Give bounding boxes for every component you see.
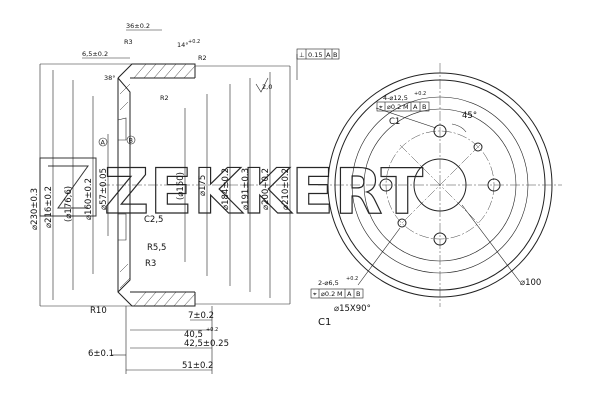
dim-d175: ⌀175 [198, 175, 208, 196]
datum-b-label: B [129, 137, 133, 145]
dim-405-tol: +0.2 [206, 327, 218, 333]
dim-d191: ⌀191±0.3 [241, 168, 251, 210]
dim-38: 38° [104, 74, 116, 82]
dim-d200: ⌀200+0.2 [261, 168, 271, 210]
hatch-bottom [119, 263, 196, 307]
datum-a-marker: A [98, 137, 108, 147]
dim-36: 36±0.2 [126, 22, 150, 30]
bolt-hole [433, 232, 447, 246]
front-view: 4-⌀12,5 +0.2 ⌖ ⌀0.2 M A B C1 45° 2-⌀6,5 … [310, 63, 562, 328]
fcf-bottom-ref-a: A [347, 290, 352, 298]
dim-d216: ⌀216±0.2 [44, 186, 54, 228]
dim-14-tol: +0.2 [188, 39, 200, 45]
section-view: ⌀230±0.3 ⌀216±0.2 (⌀176,6) ⌀160±0.2 ⌀57±… [30, 22, 340, 374]
gdt-top-ref-b: B [333, 51, 337, 59]
vertical-dimension-lines [39, 63, 291, 307]
d100-label: ⌀100 [520, 278, 541, 288]
surface-roughness-mark: 2,0 [255, 77, 272, 93]
dim-r3-top: R3 [124, 38, 133, 46]
dim-r3-bottom: R3 [145, 259, 156, 269]
dim-6: 6±0.1 [88, 349, 114, 359]
fcf-bottom-pos: ⌖ [313, 290, 317, 298]
dim-14: 14° [177, 41, 189, 49]
surface-roughness-value: 2,0 [262, 83, 272, 91]
dim-r2-inner: R2 [160, 94, 169, 102]
dim-r10: R10 [90, 306, 107, 316]
holes-top-label: 4-⌀12,5 [383, 94, 408, 102]
datum-a-label: A [101, 139, 106, 147]
callout-top: 4-⌀12,5 +0.2 ⌖ ⌀0.2 M A B C1 [375, 91, 437, 129]
fcf-bottom-ref-b: B [356, 290, 360, 298]
holes-bottom-tol: +0.2 [346, 276, 358, 282]
front-diag-2 [399, 144, 481, 226]
holes-top-tol: +0.2 [414, 91, 426, 97]
fcf-top-mod: M [403, 103, 409, 111]
dim-d57: ⌀57±0.05 [99, 168, 109, 210]
bottom-dimension-lines [112, 306, 213, 374]
dim-7: 7±0.2 [188, 311, 214, 321]
gdt-top-ref-a: A [326, 51, 331, 59]
holes-bottom-label: 2-⌀6,5 [318, 279, 339, 287]
locating-hole [397, 218, 407, 228]
dim-405: 40,5 [184, 330, 203, 340]
dim-425: 42,5±0.25 [184, 339, 229, 349]
bolt-hole [379, 178, 393, 192]
bolt-holes [379, 124, 501, 246]
fcf-top-pos: ⌖ [379, 103, 383, 111]
dim-d176: (⌀176,6) [64, 186, 74, 222]
c1-bottom-label: C1 [318, 317, 331, 328]
bolt-hole [433, 124, 447, 138]
angle-arc [451, 123, 467, 133]
gdt-frame-top: ⊥ 0.15 A B [296, 48, 340, 80]
watermark-text: ZEKKERT [104, 155, 424, 228]
d100-leader [461, 204, 521, 283]
bolt-hole [487, 178, 501, 192]
dim-d160: ⌀160±0.2 [84, 178, 94, 220]
dim-d150: (⌀150) [176, 172, 186, 200]
gdt-top-symbol: ⊥ [299, 51, 305, 59]
hub-wall [117, 117, 127, 241]
dim-d230: ⌀230±0.3 [30, 188, 40, 230]
locating-hole [473, 142, 483, 152]
c1-top-label: C1 [389, 117, 400, 127]
dim-r55: R5,5 [147, 243, 166, 253]
gdt-top-tol: 0.15 [308, 51, 322, 59]
datum-b-marker: B [126, 135, 136, 145]
dim-r2-top: R2 [198, 54, 207, 62]
dim-65: 6,5±0.2 [82, 50, 108, 58]
zekkert-watermark: ZEKKERT [39, 154, 424, 229]
dim-d210: ⌀210±0.2 [281, 168, 291, 210]
angle-45: 45° [462, 111, 477, 121]
dim-d184: ⌀184±0.2 [221, 168, 231, 210]
fcf-bottom-tol: ⌀0.2 [321, 290, 335, 298]
hatch-top [119, 63, 196, 111]
fcf-bottom-mod: M [337, 290, 343, 298]
dim-51: 51±0.2 [182, 361, 213, 371]
fcf-top-tol: ⌀0.2 [387, 103, 401, 111]
dim-c25: C2,5 [144, 215, 163, 225]
chamfer-label: ⌀15X90° [334, 304, 371, 314]
fcf-top-ref-b: B [422, 103, 426, 111]
fcf-top-ref-a: A [413, 103, 418, 111]
callout-bottom: 2-⌀6,5 +0.2 ⌖ ⌀0.2 M A B ⌀15X90° C1 [310, 227, 401, 328]
